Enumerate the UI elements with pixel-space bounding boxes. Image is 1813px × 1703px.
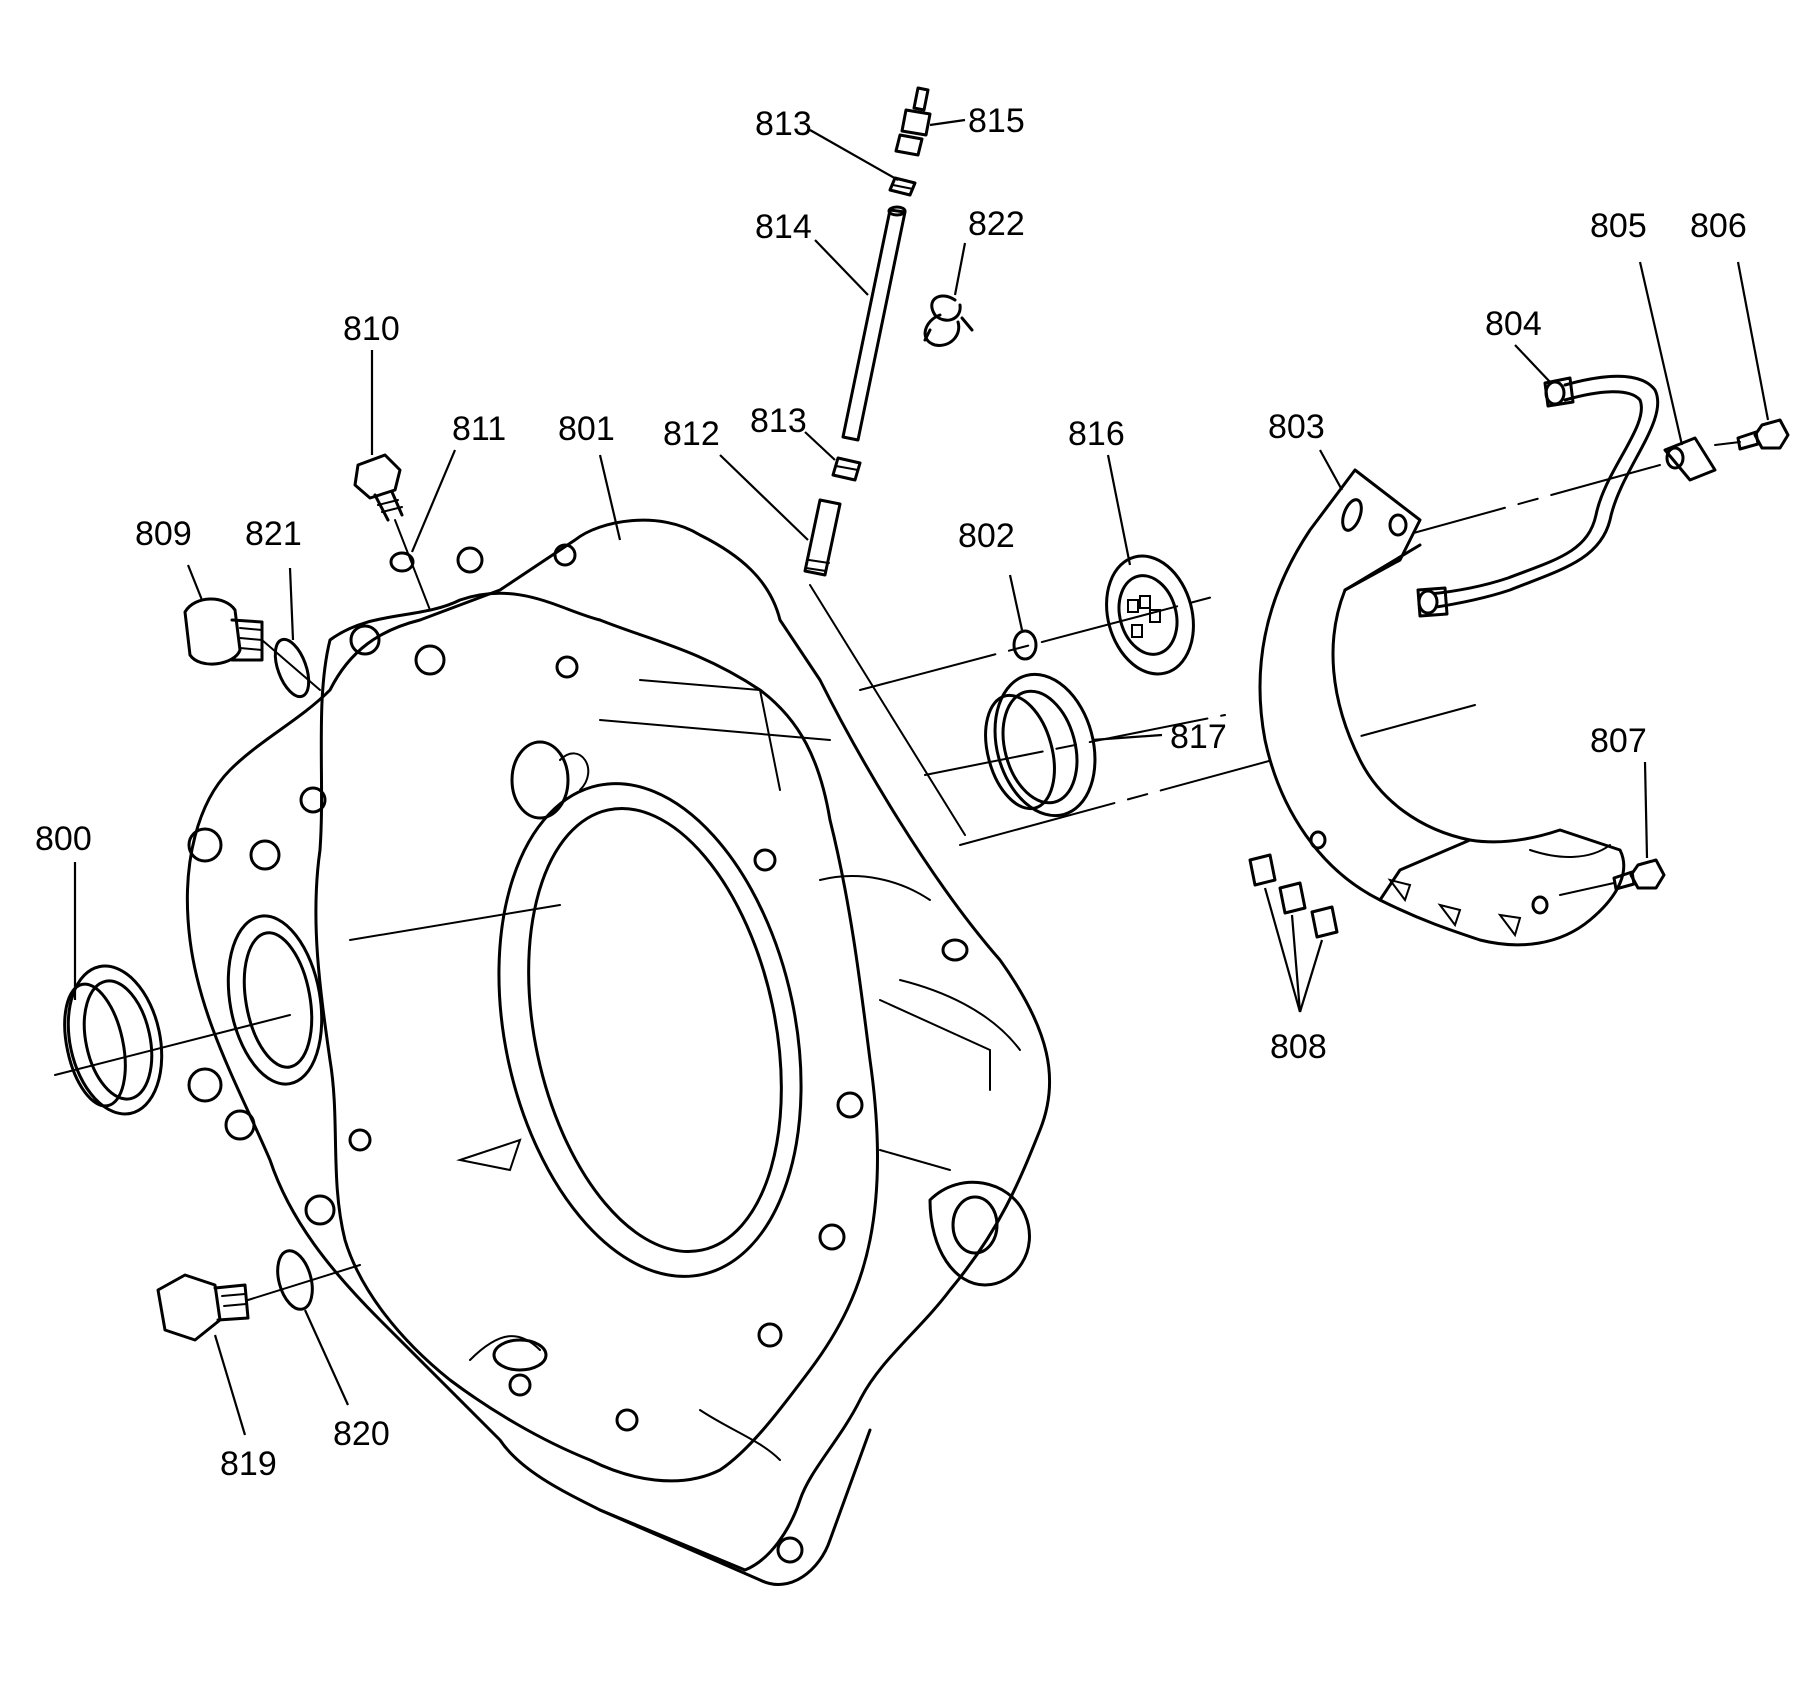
seal-817 — [984, 672, 1097, 818]
assembly-centerlines — [859, 464, 1661, 846]
cooler-pipe-804 — [1416, 374, 1660, 618]
callout-800: 800 — [35, 820, 92, 858]
bearing-816 — [1105, 554, 1195, 676]
tube-clip-822 — [923, 294, 974, 347]
callout-815: 815 — [968, 102, 1025, 140]
washer-820 — [276, 1249, 314, 1311]
washer-811 — [389, 551, 415, 573]
bolt-807 — [1559, 858, 1666, 896]
o-ring-821 — [273, 637, 311, 699]
transaxle-case-housing — [185, 518, 1052, 1586]
callout-810: 810 — [343, 310, 400, 348]
callout-813-upper: 813 — [755, 105, 812, 143]
callout-807: 807 — [1590, 722, 1647, 760]
callout-803: 803 — [1268, 408, 1325, 446]
callout-804: 804 — [1485, 305, 1542, 343]
callout-814: 814 — [755, 208, 812, 246]
axle-seal-800 — [54, 964, 291, 1116]
o-ring-802 — [1012, 629, 1038, 661]
callout-817: 817 — [1170, 718, 1227, 756]
fill-tube-assembly — [803, 86, 966, 836]
callout-805: 805 — [1590, 207, 1647, 245]
drain-plug-819 — [156, 1264, 361, 1342]
callout-821: 821 — [245, 515, 302, 553]
insulator-pads-808 — [1248, 853, 1339, 939]
leader-lines — [73, 118, 1770, 1436]
bolt-806 — [1714, 418, 1790, 451]
plug-809 — [183, 597, 321, 691]
callout-808: 808 — [1270, 1028, 1327, 1066]
callout-labels: 800 801 802 803 804 805 806 807 808 809 … — [35, 102, 1747, 1483]
callout-801: 801 — [558, 410, 615, 448]
callout-822: 822 — [968, 205, 1025, 243]
pipe-bracket-805 — [1663, 436, 1717, 482]
callout-809: 809 — [135, 515, 192, 553]
callout-816: 816 — [1068, 415, 1125, 453]
callout-813-lower: 813 — [750, 402, 807, 440]
heat-shield-803 — [1258, 468, 1626, 947]
callout-812: 812 — [663, 415, 720, 453]
callout-811: 811 — [452, 410, 506, 448]
bolt-810 — [353, 453, 431, 611]
callout-806: 806 — [1690, 207, 1747, 245]
callout-819: 819 — [220, 1445, 277, 1483]
callout-802: 802 — [958, 517, 1015, 555]
centerline-800 — [54, 1014, 291, 1076]
callout-820: 820 — [333, 1415, 390, 1453]
